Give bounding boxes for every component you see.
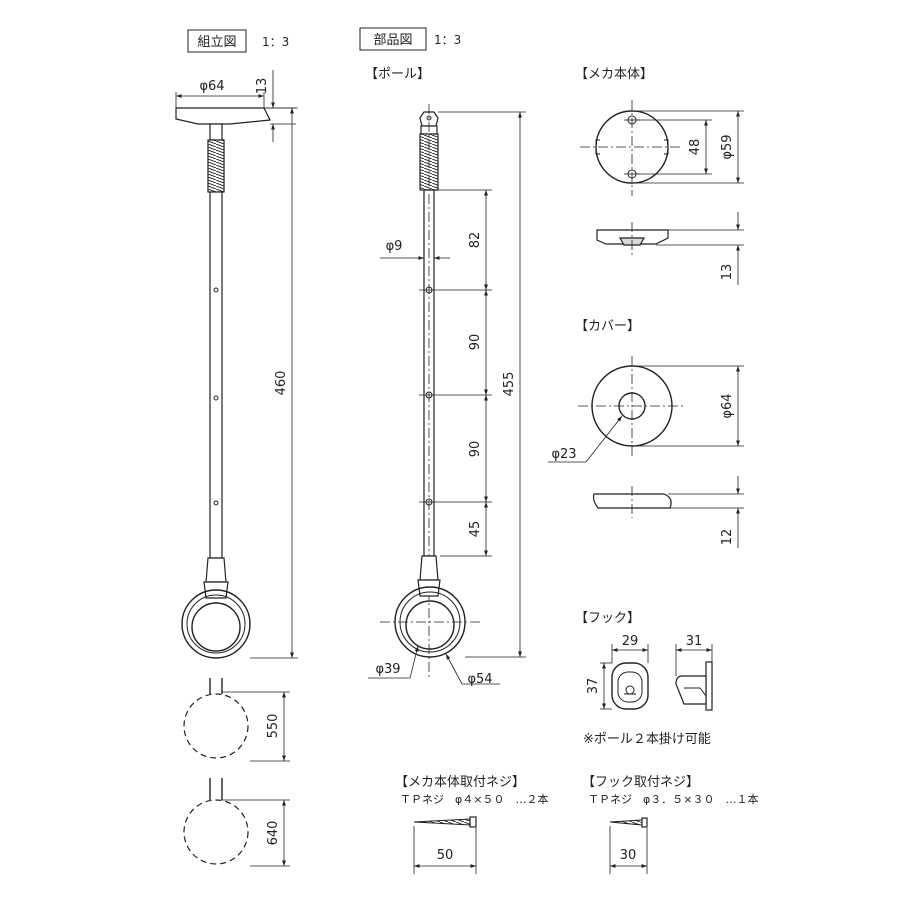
cover-diameter-label: φ64 — [720, 393, 735, 418]
hook-depth-label: 31 — [686, 634, 703, 649]
assembly-pole — [209, 191, 223, 559]
assembly-len-640-label: 640 — [266, 821, 281, 846]
hook-screw-title: 【フック取付ネジ】 — [582, 775, 699, 790]
pole-seg4-label: 45 — [468, 521, 483, 538]
hook-part: 【フック】 29 37 31 ※ポール２本掛け可能 — [575, 611, 713, 747]
mecha-screw-length-label: 50 — [437, 848, 454, 863]
assembly-view: φ64 13 460 550 640 — [175, 70, 298, 867]
pole-seg3-label: 90 — [468, 441, 483, 458]
hook-screw-spec: ＴＰネジ φ３．５×３０ …１本 — [588, 792, 758, 806]
hook-width-label: 29 — [622, 634, 639, 649]
hook-section-title: 【フック】 — [575, 611, 640, 626]
pole-seg2-label: 90 — [468, 334, 483, 351]
assembly-header: 組立図 1：3 — [187, 29, 289, 53]
assembly-len-550-label: 550 — [266, 714, 281, 739]
hook-height-label: 37 — [586, 678, 601, 695]
mecha-screw-spec: ＴＰネジ φ４×５０ …２本 — [400, 792, 548, 806]
pole-total-label: 455 — [502, 372, 517, 397]
cover-hole-label: φ23 — [551, 447, 576, 462]
parts-title: 部品図 — [373, 33, 412, 48]
mecha-screw-part: 【メカ本体取付ネジ】 ＴＰネジ φ４×５０ …２本 50 — [395, 775, 548, 874]
assembly-total-length-label: 460 — [274, 371, 289, 396]
assembly-extended-640: 640 — [183, 778, 290, 867]
pole-diameter-label: φ9 — [386, 239, 403, 254]
cover-height-label: 12 — [720, 529, 735, 546]
assembly-title: 組立図 — [197, 35, 236, 50]
assembly-thread — [207, 139, 225, 193]
mecha-height-label: 13 — [720, 264, 735, 281]
mecha-hole-pitch-label: 48 — [688, 139, 703, 156]
pole-ring-inner-label: φ39 — [375, 662, 400, 677]
hook-note: ※ポール２本掛け可能 — [583, 732, 711, 747]
assembly-extended-550: 550 — [183, 678, 290, 762]
mecha-diameter-label: φ59 — [720, 134, 735, 159]
parts-scale: 1：3 — [434, 33, 461, 47]
pole-section-title: 【ポール】 — [365, 67, 430, 82]
assembly-base — [175, 107, 271, 125]
pole-ring-outer-label: φ54 — [467, 672, 492, 687]
assembly-base-diameter-label: φ64 — [199, 79, 224, 94]
cover-section-title: 【カバー】 — [575, 319, 640, 334]
hook-screw-length-label: 30 — [620, 848, 637, 863]
mecha-screw-title: 【メカ本体取付ネジ】 — [395, 775, 525, 790]
assembly-scale: 1：3 — [262, 35, 289, 49]
mecha-section-title: 【メカ本体】 — [575, 67, 653, 82]
cover-part: 【カバー】 φ64 φ23 12 — [548, 319, 744, 548]
parts-header: 部品図 1：3 — [359, 27, 461, 51]
mecha-body-part: 【メカ本体】 48 φ59 13 — [575, 67, 744, 285]
pole-seg1-label: 82 — [468, 232, 483, 249]
pole-part: 【ポール】 φ9 — [365, 67, 526, 687]
assembly-base-height-label: 13 — [255, 78, 270, 95]
hook-screw-part: 【フック取付ネジ】 ＴＰネジ φ３．５×３０ …１本 30 — [582, 775, 758, 874]
